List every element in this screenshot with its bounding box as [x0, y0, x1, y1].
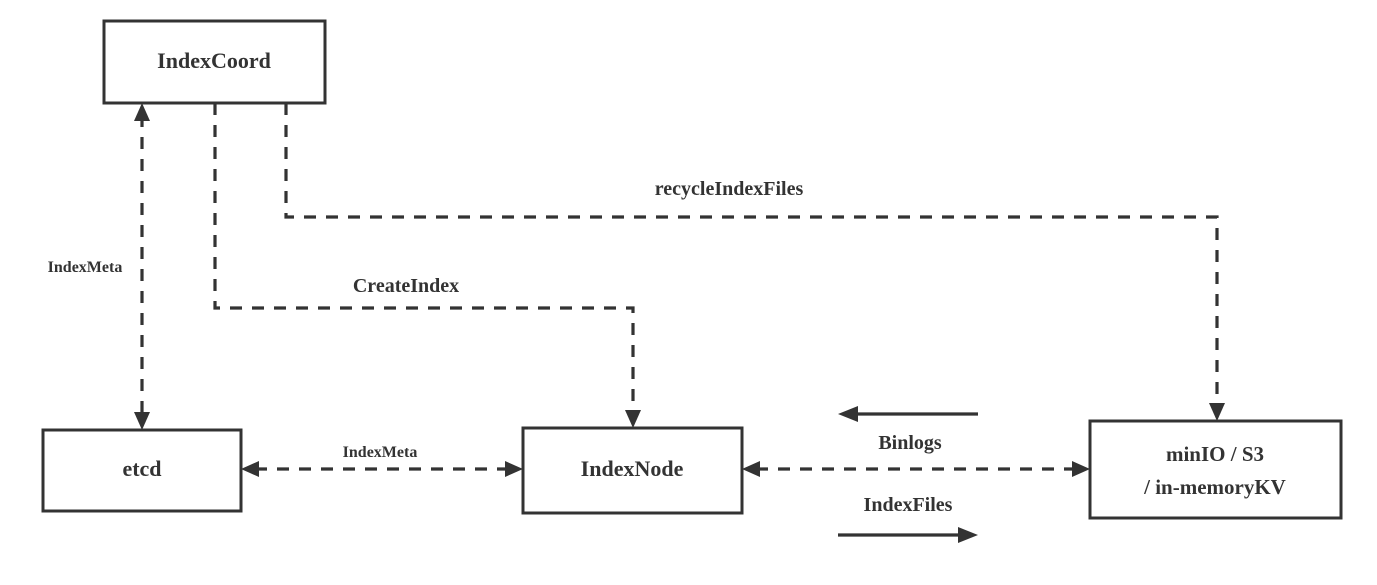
edge-label-indexfiles: IndexFiles: [864, 494, 953, 516]
edge-label-recycleindexfiles: recycleIndexFiles: [655, 178, 804, 200]
node-minio[interactable]: minIO / S3 / in-memoryKV: [1088, 419, 1343, 520]
edge-indexfiles: IndexFiles: [838, 494, 978, 543]
node-etcd-box[interactable]: [41, 428, 243, 513]
node-indexnode-label: IndexNode: [581, 456, 684, 481]
arrow-head-right-indexnode: [505, 461, 523, 477]
edge-label-indexmeta-horizontal: IndexMeta: [343, 444, 418, 461]
arrow-head-binlogs-left: [838, 406, 858, 422]
edge-binlogs: Binlogs: [838, 406, 978, 454]
edge-indexcoord-indexnode: CreateIndex: [213, 103, 641, 428]
node-etcd[interactable]: etcd: [41, 428, 243, 513]
arrow-head-right-minio: [1072, 461, 1090, 477]
arrow-head-indexfiles-right: [958, 527, 978, 543]
edge-label-binlogs: Binlogs: [878, 432, 942, 454]
edge-indexcoord-minio: recycleIndexFiles: [284, 103, 1225, 421]
edge-etcd-indexnode: IndexMeta: [241, 444, 523, 477]
arrow-head-up-indexcoord: [134, 103, 150, 121]
node-minio-label-line2: / in-memoryKV: [1143, 475, 1286, 499]
node-etcd-label: etcd: [122, 456, 161, 481]
node-indexcoord-box[interactable]: [102, 19, 327, 105]
node-indexcoord-label: IndexCoord: [157, 48, 271, 73]
edge-indexnode-minio: [742, 461, 1090, 477]
node-indexnode-box[interactable]: [521, 426, 744, 515]
edge-label-createindex: CreateIndex: [353, 275, 459, 297]
edge-indexcoord-etcd: IndexMeta: [48, 103, 150, 430]
arrow-head-left-etcd: [241, 461, 259, 477]
edge-createindex-path: [213, 103, 635, 416]
arrow-head-recycleindexfiles: [1209, 403, 1225, 421]
edge-label-indexmeta-vertical: IndexMeta: [48, 259, 123, 276]
arrow-head-createindex: [625, 410, 641, 428]
node-indexnode[interactable]: IndexNode: [521, 426, 744, 515]
node-indexcoord[interactable]: IndexCoord: [102, 19, 327, 105]
node-minio-label-line1: minIO / S3: [1166, 442, 1264, 466]
node-minio-box[interactable]: [1088, 419, 1343, 520]
arrow-head-down-etcd: [134, 412, 150, 430]
arrow-head-left-indexnode: [742, 461, 760, 477]
edge-recycleindexfiles-path: [284, 103, 1219, 409]
